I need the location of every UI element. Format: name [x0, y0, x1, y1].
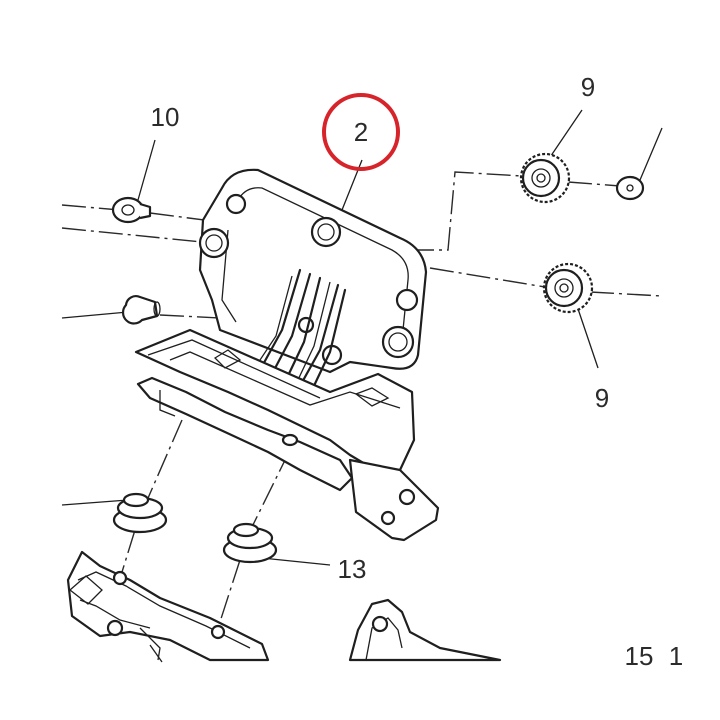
callout-1-partial: 1	[669, 641, 683, 671]
callout-13: 13	[338, 554, 367, 584]
callout-9-bottom: 9	[595, 383, 609, 413]
lower-left-frame	[66, 550, 270, 662]
lower-right-frame	[348, 598, 502, 662]
bracket-2	[134, 168, 440, 542]
callout-10: 10	[151, 102, 180, 132]
washer-10	[111, 196, 152, 224]
callout-2: 2	[354, 117, 368, 147]
callout-15: 15	[625, 641, 654, 671]
highlight-circle	[322, 93, 400, 171]
grommet-13-right	[222, 522, 278, 564]
grommet-13-left	[112, 492, 168, 534]
gear-9-bottom	[542, 262, 594, 314]
callout-9-top: 9	[581, 72, 595, 102]
pin	[121, 295, 161, 325]
washer-right	[615, 175, 645, 201]
gear-9-top	[519, 152, 571, 204]
